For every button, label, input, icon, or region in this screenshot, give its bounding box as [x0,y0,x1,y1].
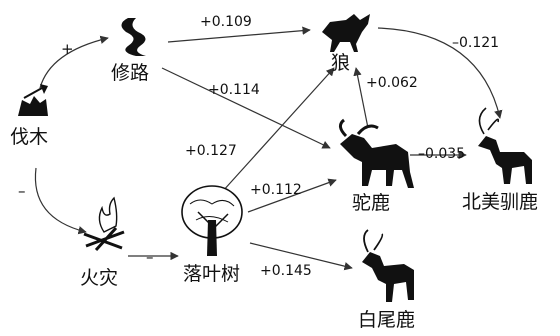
winding-road-icon [121,18,146,56]
node-label-logging: 伐木 [10,126,48,148]
deer-icon [362,229,414,302]
node-label-caribou: 北美驯鹿 [462,191,538,213]
edge-label-road-wolf: +0.109 [200,14,252,30]
node-label-deciduous: 落叶树 [183,263,240,285]
wolf-icon [322,14,370,52]
node-label-road: 修路 [111,62,149,84]
campfire-icon [83,196,125,252]
edge-deciduous-whitetail [249,242,353,271]
moose-icon [339,118,414,188]
node-wolf: 狼 [322,14,370,74]
node-fire: 火灾 [80,196,125,289]
edge-label-deciduous-wolf: +0.127 [185,143,237,159]
edge-label-deciduous-whitetail: +0.145 [260,263,312,279]
edge-moose-wolf [353,67,369,129]
tree-icon [181,185,243,256]
node-label-wolf: 狼 [331,52,350,74]
edge-label-logging-fire: – [18,182,26,200]
edge-label-wolf-caribou: –0.121 [452,35,499,51]
edge-logging-fire [34,167,87,235]
stump-axe-icon [18,84,48,116]
edge-label-fire-deciduous: – [146,248,154,266]
edge-label-road-moose: +0.114 [208,82,260,98]
node-label-fire: 火灾 [80,267,118,289]
edge-deciduous-wolf [221,67,335,193]
edges [34,26,503,271]
edge-wolf-caribou [377,27,503,119]
caribou-icon [478,107,532,184]
edge-road-moose [161,67,331,149]
edge-label-moose-wolf: +0.062 [366,75,418,91]
edge-label-logging-road: + [61,40,74,58]
edge-logging-road [39,35,109,89]
node-deciduous: 落叶树 [181,185,243,285]
node-label-whitetail: 白尾鹿 [358,309,415,331]
node-logging: 伐木 [10,84,48,148]
node-label-moose: 驼鹿 [352,192,390,214]
edge-deciduous-moose [247,178,337,213]
node-caribou: 北美驯鹿 [462,107,538,213]
node-whitetail: 白尾鹿 [358,229,415,331]
node-moose: 驼鹿 [339,118,414,214]
edge-labels: + – +0.109 +0.114 – +0.127 +0.112 +0.145… [18,14,499,279]
edge-label-moose-caribou: –0.035 [418,146,465,162]
edge-road-wolf [167,26,311,43]
edge-label-deciduous-moose: +0.112 [250,182,302,198]
node-road: 修路 [111,18,149,84]
